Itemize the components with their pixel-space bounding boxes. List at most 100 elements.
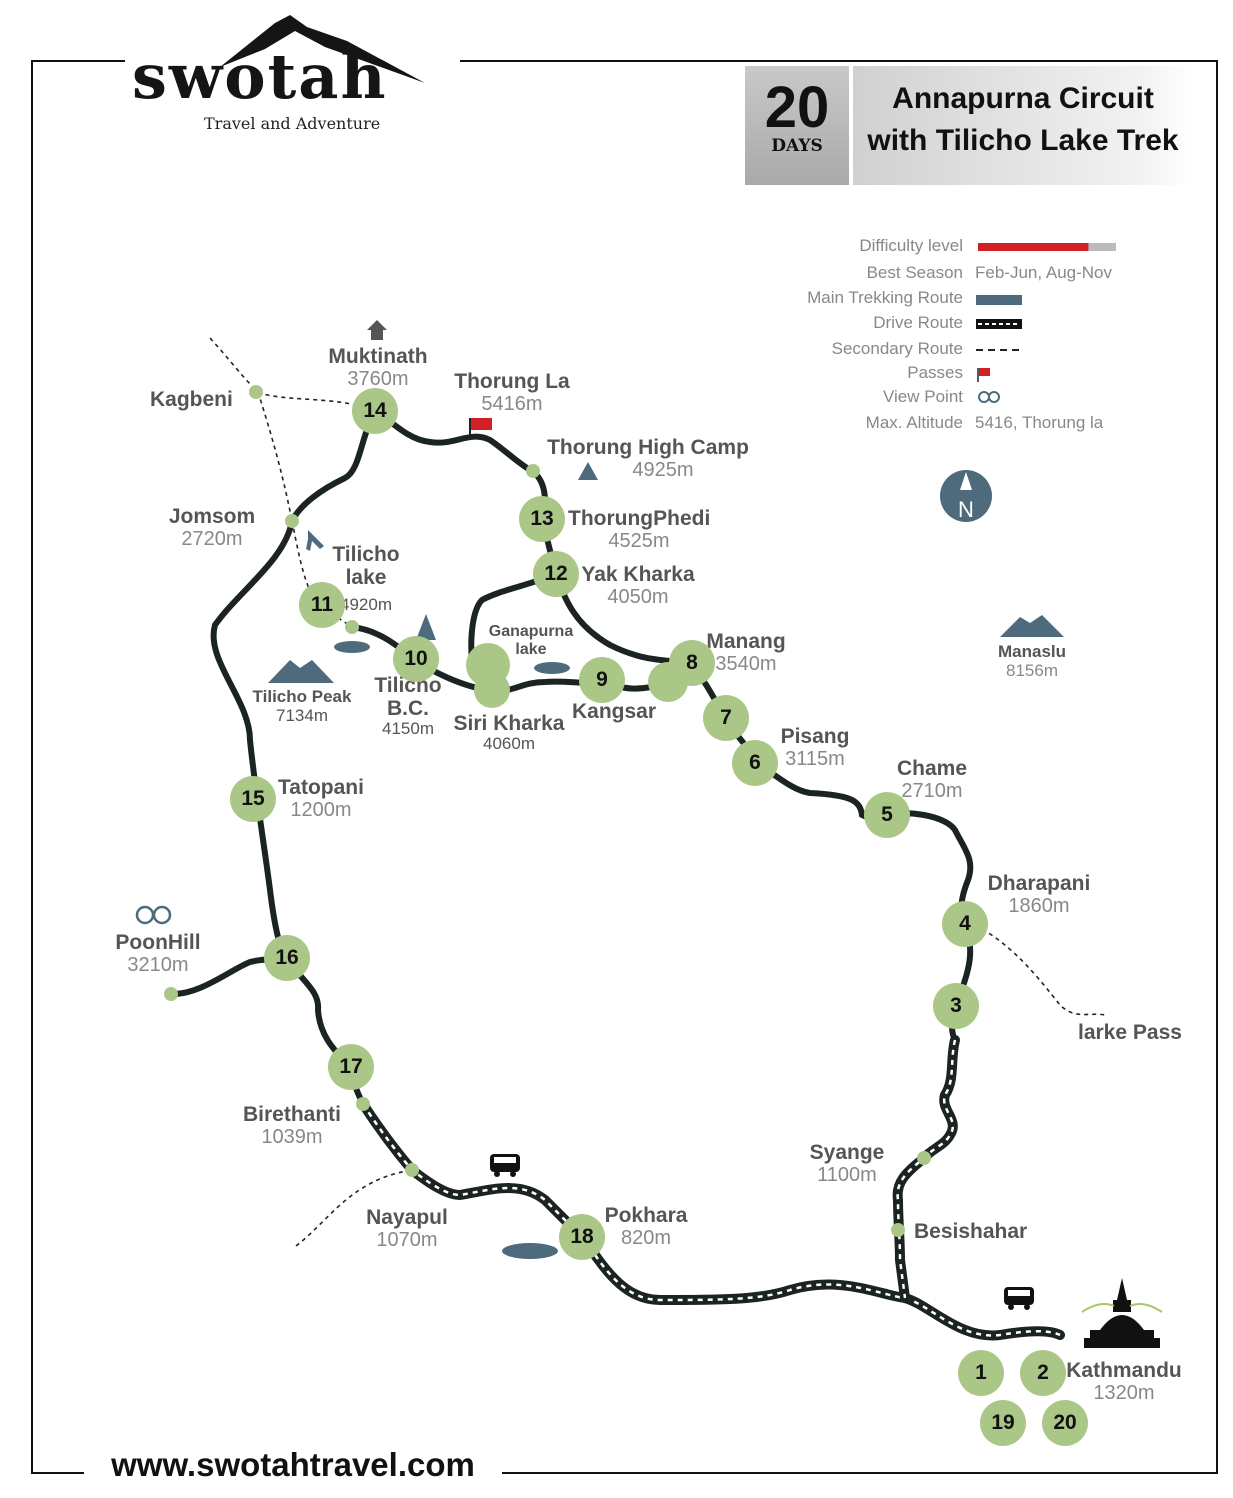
place-tilicho-bc-name2: B.C. — [387, 697, 429, 721]
legend-swatches — [976, 243, 1116, 403]
day-marker-1: 1 — [958, 1350, 1004, 1396]
secondary-route-kagbeni-north — [209, 337, 259, 393]
kathmandu-stupa-icon — [1081, 1278, 1163, 1348]
drive-routes — [358, 1035, 1065, 1341]
secondary-route-larke — [967, 921, 1106, 1016]
days-label: DAYS — [771, 136, 823, 156]
place-thorungphedi: ThorungPhedi 4525m — [568, 507, 710, 552]
place-tatopani-name: Tatopani — [278, 776, 364, 799]
place-tilicho-lake-name1: Tilicho — [332, 543, 400, 566]
place-thorung-la-alt: 5416m — [481, 393, 543, 416]
day-marker-20: 20 — [1042, 1400, 1088, 1446]
nayapul-dot — [405, 1163, 419, 1177]
place-birethanti: Birethanti 1039m — [240, 1103, 344, 1148]
jomsom-dot — [285, 514, 299, 528]
place-pokhara-alt: 820m — [620, 1227, 672, 1250]
place-nayapul-alt: 1070m — [376, 1229, 438, 1252]
trek-title-panel: Annapurna Circuit with Tilicho Lake Trek — [853, 66, 1193, 185]
place-kathmandu-name: Kathmandu — [1066, 1359, 1182, 1382]
place-ganapurna-name2: lake — [515, 640, 547, 658]
pokhara-bus-icon — [490, 1154, 520, 1177]
legend-max-altitude-value: 5416, Thorung la — [975, 413, 1104, 432]
day-marker-16: 16 — [264, 935, 310, 981]
place-pisang-name: Pisang — [780, 725, 850, 748]
thorung-la-flag-icon — [469, 418, 492, 440]
high-camp-tent-icon — [578, 462, 598, 480]
day-marker-11: 11 — [299, 582, 345, 628]
day-marker-2: 2 — [1020, 1350, 1066, 1396]
day-marker-10: 10 — [393, 636, 439, 682]
place-poonhill-alt: 3210m — [127, 954, 189, 977]
birethanti-dot — [356, 1097, 370, 1111]
main-route-swatch — [976, 295, 1022, 305]
place-thorung-la: Thorung La 5416m — [452, 370, 572, 415]
high-camp-dot — [526, 464, 540, 478]
place-tatopani: Tatopani 1200m — [274, 776, 368, 821]
place-thorung-high-camp: Thorung High Camp 4925m — [545, 436, 751, 481]
main-route-west — [210, 407, 378, 1107]
place-tilicho-peak-name: Tilicho Peak — [252, 687, 352, 706]
legend-binoculars-icon — [978, 391, 1000, 403]
place-poonhill: PoonHill 3210m — [110, 931, 206, 976]
place-high-camp-alt: 4925m — [632, 459, 694, 482]
tilicho-bc-tent-icon — [416, 614, 436, 640]
place-ganapurna: Ganapurna lake — [484, 623, 578, 658]
tilicho-lake-water — [334, 641, 370, 653]
brand-logo — [125, 5, 460, 140]
legend-difficulty-label: Difficulty level — [859, 236, 963, 255]
place-manang-alt: 3540m — [715, 653, 777, 676]
stop-dots — [164, 385, 931, 1237]
place-nayapul: Nayapul 1070m — [358, 1206, 456, 1251]
place-manaslu: Manaslu 8156m — [992, 642, 1072, 680]
place-tilicho-lake-alt: 4920m — [340, 595, 392, 614]
brand-name: swotah — [132, 40, 388, 113]
place-tatopani-alt: 1200m — [290, 799, 352, 822]
place-chame: Chame 2710m — [890, 757, 974, 802]
legend-red-flag-icon — [977, 368, 990, 382]
place-manang-name: Manang — [706, 630, 786, 653]
place-dharapani: Dharapani 1860m — [982, 872, 1096, 917]
day-marker-8: 8 — [669, 640, 715, 686]
days-number: 20 — [764, 75, 830, 140]
poonhill-dot — [164, 987, 178, 1001]
website-url[interactable]: www.swotahtravel.com — [84, 1446, 502, 1484]
main-route-pass — [372, 407, 559, 577]
mountain-logo-icon — [220, 15, 425, 83]
day-marker-7: 7 — [703, 695, 749, 741]
tilicho-lake-dot — [345, 620, 359, 634]
place-jomsom: Jomsom 2720m — [160, 505, 264, 550]
place-tilicho-lake-name2: lake — [345, 566, 387, 590]
legend-max-altitude-label: Max. Altitude — [865, 413, 963, 432]
day-marker-9: 9 — [579, 657, 625, 703]
besishahar-dot — [891, 1223, 905, 1237]
day-marker-17: 17 — [328, 1044, 374, 1090]
place-larke-pass-name: larke Pass — [1078, 1021, 1182, 1044]
place-siri-kharka-alt: 4060m — [483, 734, 535, 754]
day-marker-14: 14 — [352, 388, 398, 434]
day-marker-18: 18 — [559, 1214, 605, 1260]
place-dharapani-name: Dharapani — [987, 872, 1091, 895]
secondary-route-nayapul-west — [295, 1169, 413, 1247]
main-route-yak-manang — [553, 571, 693, 666]
phewa-lake-water — [502, 1243, 558, 1259]
place-chame-alt: 2710m — [901, 780, 963, 803]
place-yak-kharka-alt: 4050m — [607, 586, 669, 609]
legend-passes-label: Passes — [907, 363, 963, 382]
place-pokhara: Pokhara 820m — [600, 1204, 692, 1249]
trek-title-line1: Annapurna Circuit — [892, 82, 1154, 115]
legend-season-label: Best Season — [866, 263, 963, 282]
legend-secondary-route-label: Secondary Route — [831, 339, 963, 358]
day-marker-19: 19 — [980, 1400, 1026, 1446]
tilicho-peak-mountain-icon — [268, 660, 334, 683]
place-birethanti-alt: 1039m — [261, 1126, 323, 1149]
place-pisang-alt: 3115m — [785, 748, 845, 771]
place-kathmandu-alt: 1320m — [1093, 1382, 1155, 1405]
place-manaslu-name: Manaslu — [997, 642, 1067, 661]
place-muktinath: Muktinath 3760m — [318, 345, 438, 390]
place-jomsom-name: Jomsom — [168, 505, 256, 528]
place-thorungphedi-name: ThorungPhedi — [568, 507, 711, 530]
ganapurna-lake-water — [534, 662, 570, 674]
day-marker-5: 5 — [864, 792, 910, 838]
place-muktinath-alt: 3760m — [347, 368, 409, 391]
